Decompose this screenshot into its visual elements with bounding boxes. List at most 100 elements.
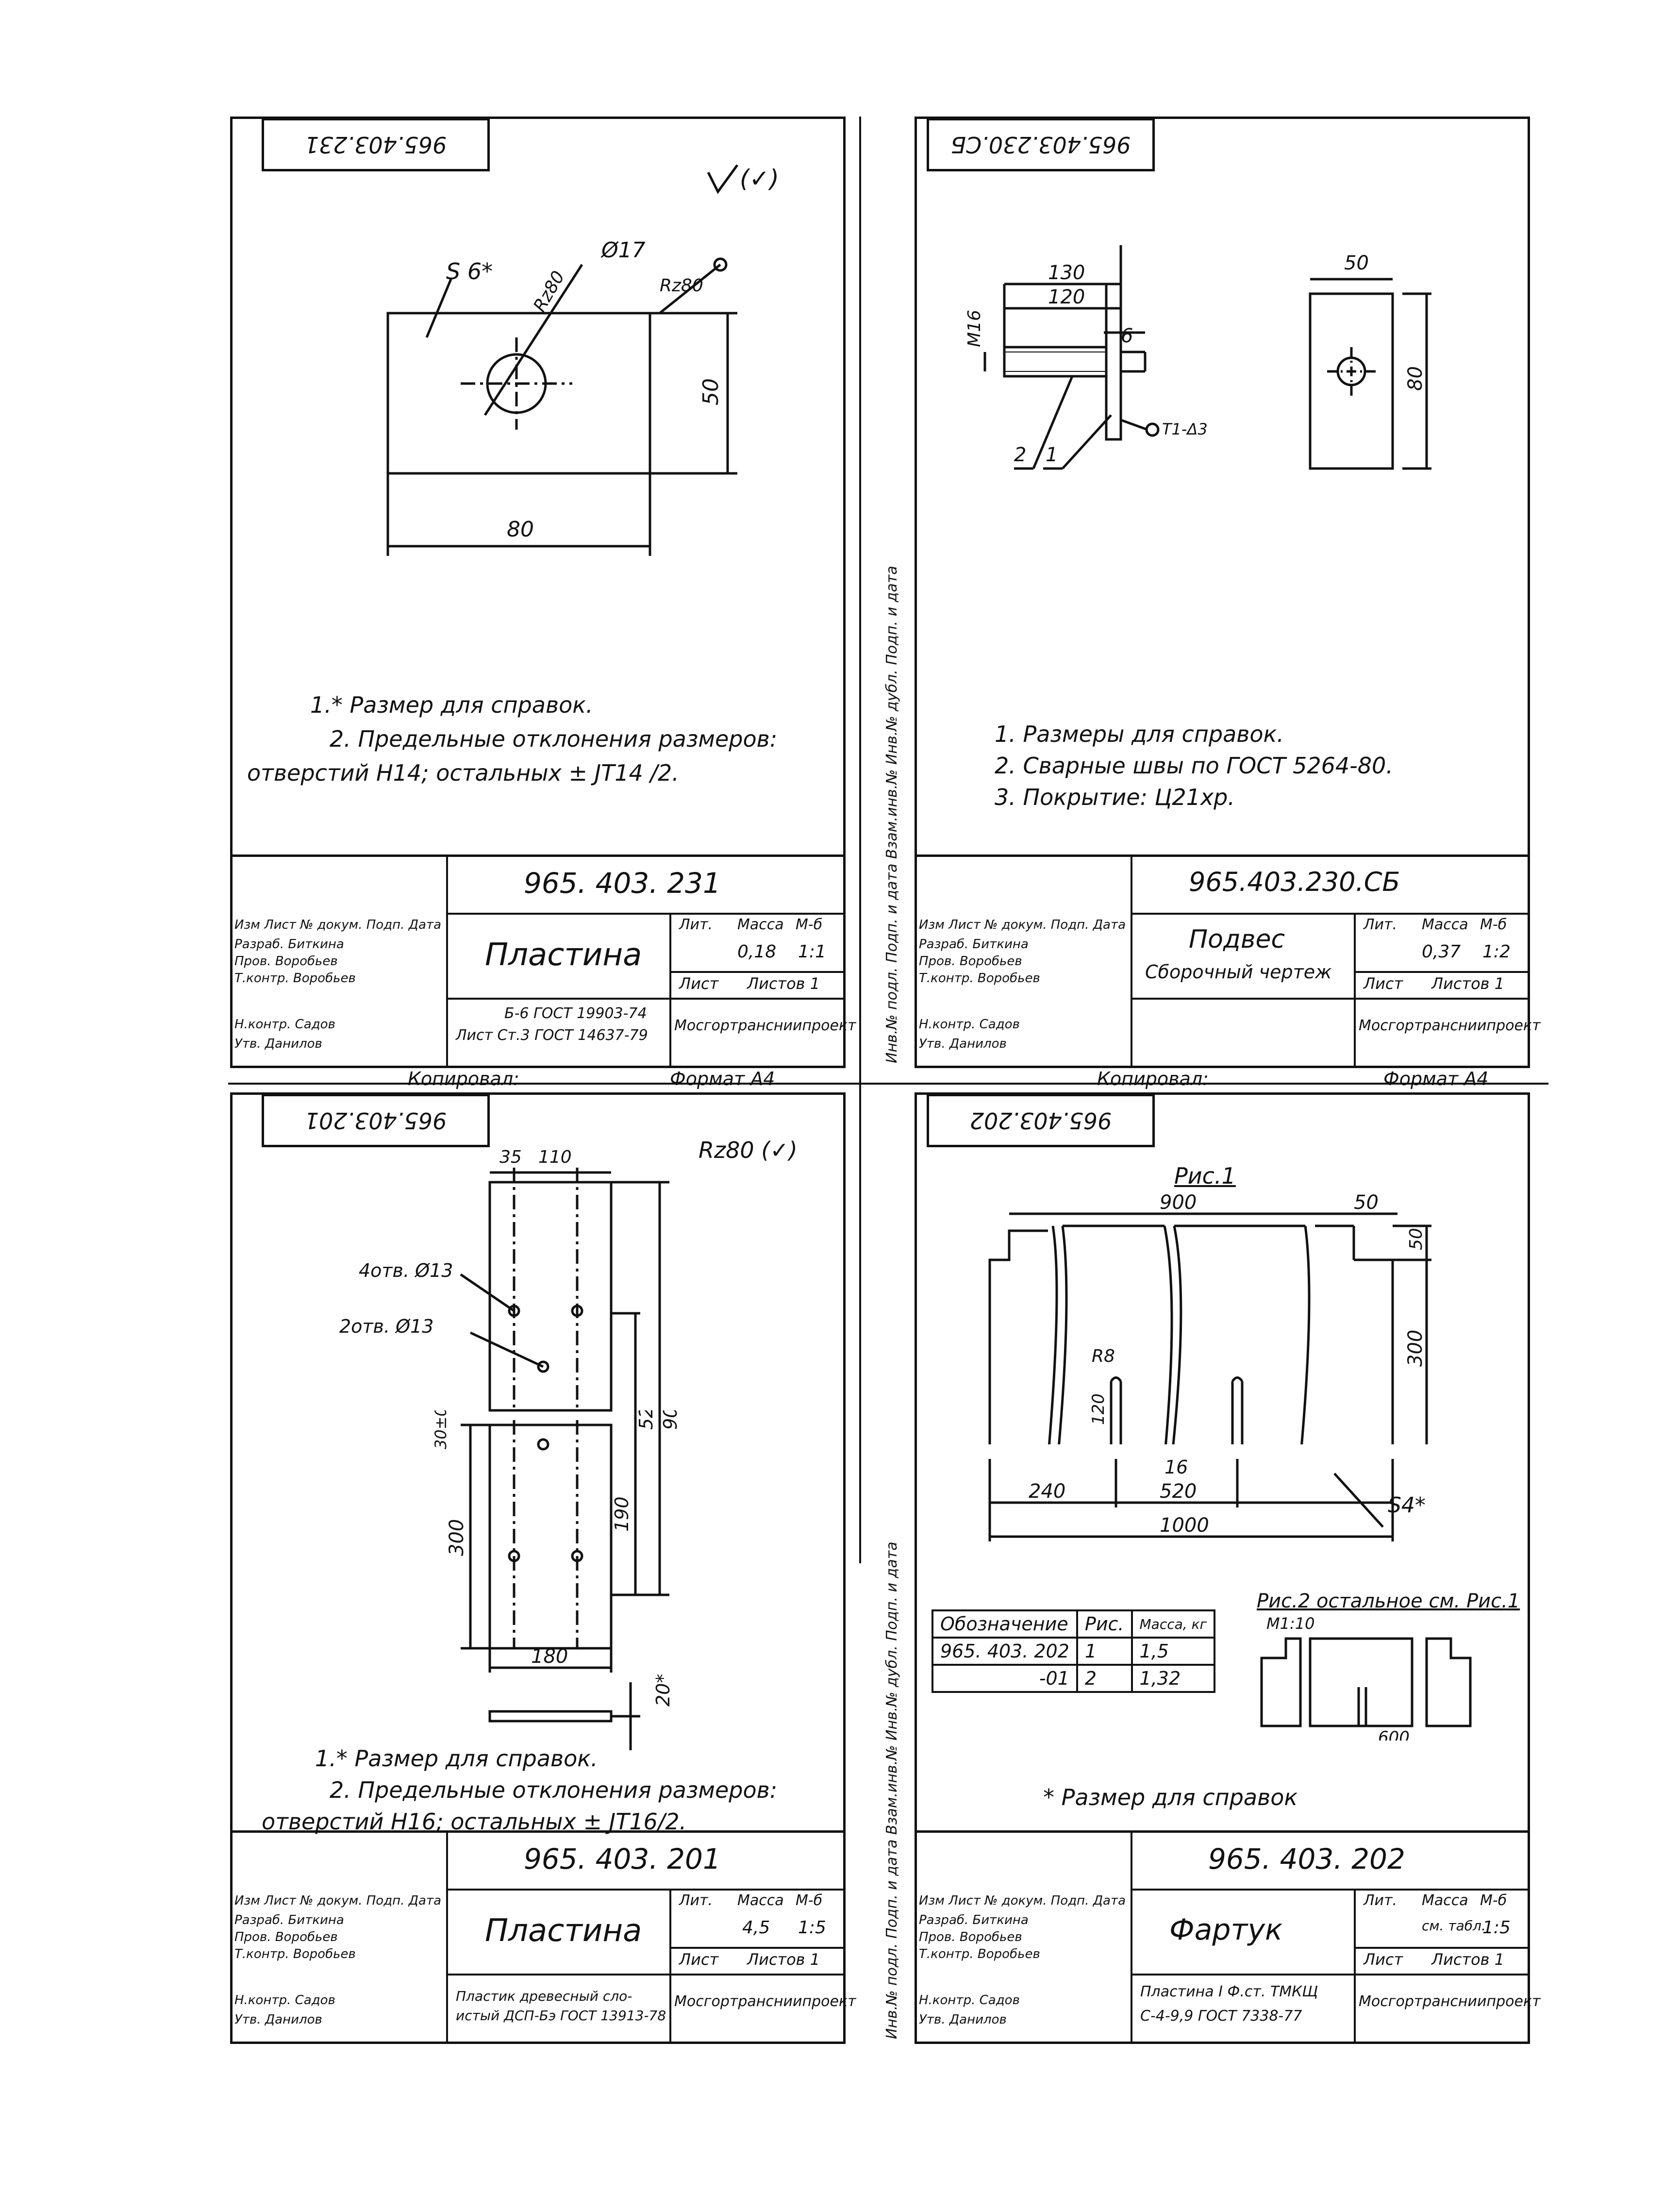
tb-row-developer: Разраб. Биткина (919, 1913, 1029, 1927)
dim-35: 35 (499, 1147, 522, 1167)
tb-divider (669, 971, 843, 973)
tb-scale-label: М-б (796, 1892, 823, 1909)
tb-row-checker: Пров. Воробьев (919, 954, 1022, 969)
dim-240: 240 (1029, 1480, 1065, 1503)
dim-50-vertical: 50 (1406, 1228, 1426, 1250)
note-line-1: 1.* Размер для справок. (315, 1745, 598, 1772)
tb-divider (1354, 913, 1356, 1066)
dim-130: 130 (1048, 262, 1085, 284)
tb-divider (669, 1889, 671, 2042)
specification-table: Обозначение Рис. Масса, кг 965. 403. 202… (931, 1609, 1216, 1693)
dim-520: 520 (1160, 1480, 1197, 1503)
tb-row-approved: Утв. Данилов (234, 1037, 322, 1051)
reference-note: * Размер для справок (1043, 1784, 1298, 1810)
tb-material-2: Лист Ст.3 ГОСТ 14637-79 (456, 1027, 648, 1044)
tb-sheet-label: Лист (679, 1950, 719, 1969)
dim-thickness: S4* (1388, 1493, 1426, 1518)
tb-lit-label: Лит. (679, 916, 713, 933)
drawing-sheet-202: 965.403.202 Рис.1 (915, 1092, 1541, 2044)
tb-designation: 965. 403. 231 (524, 867, 721, 900)
tb-divider (669, 1947, 843, 1949)
note-line-2: 2. Предельные отклонения размеров: (330, 726, 778, 752)
tb-material-1: Б-6 ГОСТ 19903-74 (504, 1005, 647, 1022)
dim-r8: R8 (1092, 1346, 1115, 1366)
tb-organization: Мосгортрансниипроект (674, 1993, 856, 2010)
tb-row-developer: Разраб. Биткина (919, 937, 1029, 952)
dim-1000: 1000 (1160, 1514, 1209, 1537)
dim-900: 900 (1160, 1191, 1197, 1214)
tb-material-1: Пластина I Ф.ст. ТМКЩ (1140, 1983, 1318, 2000)
table-row: -01 2 1,32 (931, 1664, 1216, 1693)
tb-sheet-label: Лист (1364, 974, 1403, 993)
tb-mass: 4,5 (742, 1918, 770, 1938)
cell-designation: 965. 403. 202 (931, 1637, 1078, 1666)
dim-50: 50 (1344, 252, 1369, 274)
dim-110: 110 (538, 1147, 572, 1167)
dim-190: 190 (611, 1496, 632, 1532)
note-line-2: 2. Сварные швы по ГОСТ 5264-80. (995, 753, 1393, 779)
part-drawing-201-lower: 30±0,5 520 900 300 190 180 20* (432, 1410, 681, 1750)
page-divider-horizontal (228, 1083, 1548, 1085)
tb-part-name: Пластина (485, 1913, 642, 1949)
tb-scale-label: М-б (1480, 1892, 1507, 1909)
dim-height: 50 (699, 378, 723, 405)
tb-scale-label: М-б (1480, 916, 1507, 933)
header-figure: Рис. (1076, 1609, 1133, 1639)
tb-sheets-label: Листов 1 (1431, 1950, 1505, 1969)
dim-hole-diameter: Ø17 (600, 238, 646, 263)
tb-material-2: истый ДСП-Бэ ГОСТ 13913-78 (456, 2008, 666, 2024)
copied-by-label: Копировал: (1097, 1068, 1209, 1089)
tb-mass-label: Масса (1422, 1892, 1468, 1909)
dim-180: 180 (531, 1645, 568, 1668)
format-label: Формат А4 (1383, 1068, 1489, 1089)
tb-designation: 965. 403. 201 (524, 1842, 721, 1875)
tb-part-name: Подвес (1189, 925, 1285, 954)
tb-mass-label: Масса (737, 1892, 784, 1909)
tb-row-norm-control: Н.контр. Садов (234, 1017, 335, 1032)
tb-divider (1131, 1974, 1528, 1976)
tb-lit-label: Лит. (1364, 1892, 1397, 1909)
tb-row-developer: Разраб. Биткина (234, 937, 344, 952)
tb-row-tech-control: Т.контр. Воробьев (919, 1947, 1040, 1961)
tb-sheet-label: Лист (1364, 1950, 1403, 1969)
note-line-3: отверстий Н14; остальных ± JT14 /2. (247, 760, 679, 786)
tb-scale: 1:5 (798, 1918, 826, 1938)
weld-symbol: Т1-Δ3 (1162, 420, 1208, 438)
cell-figure: 2 (1076, 1664, 1133, 1693)
dim-50-horizontal: 50 (1354, 1191, 1379, 1214)
tb-mass: 0,18 (737, 942, 777, 962)
dim-hole-roughness: Rz80 (530, 268, 568, 315)
tb-divider (446, 998, 843, 1000)
tb-row-tech-control: Т.контр. Воробьев (234, 971, 356, 986)
tb-part-name: Фартук (1169, 1913, 1283, 1947)
tb-lit-label: Лит. (679, 1892, 713, 1909)
assembly-drawing-230: 130 120 6 М16 50 80 Т1-Δ3 1 2 (965, 245, 1431, 470)
drawing-sheet-231: 965.403.231 S 6* Ø17 Rz80 Rz80 80 50 (✓)… (230, 117, 856, 1068)
drawing-sheet-230: 965.403.230.СБ (915, 117, 1541, 1068)
tb-row-approved: Утв. Данилов (919, 1037, 1007, 1051)
tb-divider (446, 1974, 843, 1976)
tb-row-developer: Разраб. Биткина (234, 1913, 344, 1927)
tb-mass: см. табл. (1422, 1918, 1486, 1934)
tb-row-tech-control: Т.контр. Воробьев (234, 1947, 356, 1961)
dim-900: 900 (660, 1410, 681, 1430)
figure-2-drawing: 600 (1260, 1637, 1472, 1741)
tb-organization: Мосгортрансниипроект (674, 1017, 856, 1034)
tb-divider (1131, 998, 1528, 1000)
tb-row-norm-control: Н.контр. Садов (234, 1993, 335, 2008)
tb-divider (446, 1833, 448, 2042)
tb-row-checker: Пров. Воробьев (919, 1930, 1022, 1944)
tb-scale: 1:2 (1482, 942, 1511, 962)
tb-designation: 965.403.230.СБ (1189, 867, 1400, 897)
note-line-2: 2. Предельные отклонения размеров: (330, 1777, 778, 1803)
tb-row-approved: Утв. Данилов (919, 2012, 1007, 2027)
roughness-symbol: Rz80 (✓) (699, 1137, 798, 1163)
tb-sheets-label: Листов 1 (1431, 974, 1505, 993)
tb-material-2: С-4-9,9 ГОСТ 7338-77 (1140, 2008, 1302, 2025)
tb-organization: Мосгортрансниипроект (1359, 1017, 1541, 1034)
dim-6: 6 (1121, 325, 1133, 347)
tb-divider (1131, 913, 1528, 915)
tb-scale: 1:1 (798, 942, 826, 962)
dim-width: 80 (507, 517, 534, 542)
tb-divider (446, 1889, 843, 1891)
